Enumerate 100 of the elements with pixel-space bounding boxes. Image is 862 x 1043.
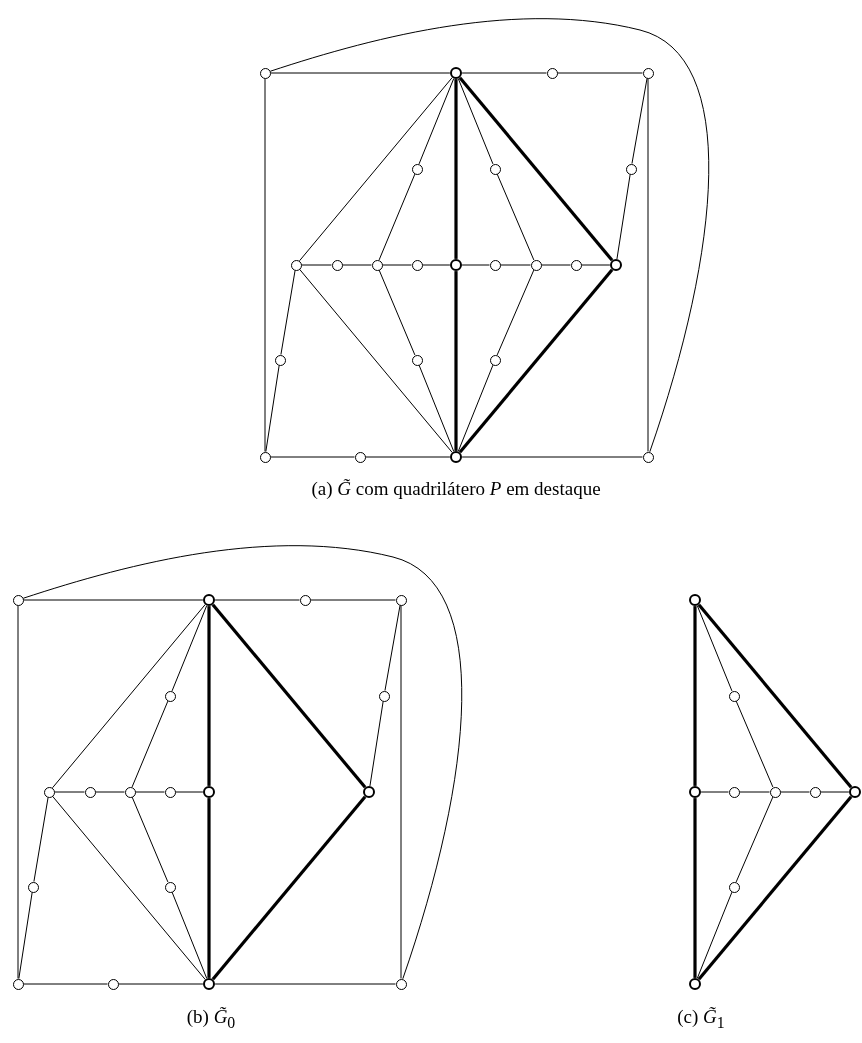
graph-edge	[696, 605, 733, 692]
graph-edge	[735, 796, 774, 883]
graph-vertex	[769, 786, 781, 798]
graph-vertex	[688, 593, 702, 607]
graph-edge	[280, 269, 296, 356]
graph-vertex	[489, 259, 501, 271]
graph-vertex	[331, 259, 343, 271]
graph-edge	[557, 72, 643, 74]
graph-edge	[697, 795, 853, 981]
graph-vertex	[688, 977, 702, 991]
graph-edge	[696, 891, 733, 979]
graph-vertex	[411, 163, 423, 175]
graph-edge	[496, 173, 535, 261]
graph-vertex	[489, 354, 501, 366]
graph-edge	[214, 599, 300, 601]
graph-edge	[17, 605, 19, 979]
graph-vertex	[546, 67, 558, 79]
graph-vertex	[378, 690, 390, 702]
graph-edge	[23, 983, 108, 985]
graph-edge	[697, 603, 853, 789]
graph-edge	[820, 791, 850, 793]
graph-edge	[299, 268, 453, 453]
graph-vertex	[395, 594, 407, 606]
graph-edge	[171, 605, 208, 692]
graph-edge	[458, 268, 614, 454]
graph-vertex	[164, 786, 176, 798]
graph-edge	[384, 604, 401, 692]
graph-vertex	[12, 594, 24, 606]
graph-edge	[270, 456, 355, 458]
graph-edge	[378, 269, 416, 356]
graph-edge	[118, 983, 204, 985]
graph-vertex	[642, 451, 654, 463]
graph-edge	[647, 78, 649, 452]
graph-vertex	[202, 785, 216, 799]
graph-edge	[171, 891, 208, 979]
graph-edge	[693, 606, 697, 786]
graph-vertex	[570, 259, 582, 271]
graph-edge	[700, 791, 729, 793]
graph-edge	[264, 78, 266, 452]
graph-vertex	[164, 690, 176, 702]
graph-vertex	[274, 354, 286, 366]
graph-edge	[422, 264, 451, 266]
graph-vertex	[449, 66, 463, 80]
graph-edge	[207, 606, 211, 786]
graph-edge	[631, 77, 648, 165]
graph-vertex	[259, 451, 271, 463]
graph-edge	[310, 599, 396, 601]
graph-vertex	[728, 690, 740, 702]
graph-vertex	[12, 978, 24, 990]
graph-vertex	[164, 881, 176, 893]
graph-edge	[131, 796, 169, 883]
graph-edge	[54, 791, 85, 793]
graph-edge	[496, 269, 535, 356]
graph-edge	[616, 173, 631, 260]
graph-edge	[52, 795, 206, 980]
graph-vertex	[84, 786, 96, 798]
graph-edge	[461, 72, 547, 74]
graph-edge	[735, 700, 774, 788]
graph-vertex	[609, 258, 623, 272]
graph-vertex	[354, 451, 366, 463]
graph-vertex	[449, 258, 463, 272]
subfigure-caption: (c) G̃$_{1}$	[677, 1006, 725, 1033]
graph-vertex	[848, 785, 862, 799]
graph-edge	[342, 264, 372, 266]
graph-edge	[739, 791, 770, 793]
graph-vertex	[290, 259, 302, 271]
graph-edge	[454, 79, 458, 259]
subfigure-caption: (a) G̃ com quadrilátero P em destaque	[311, 478, 601, 501]
graph-vertex	[259, 67, 271, 79]
graph-vertex	[124, 786, 136, 798]
graph-edge	[458, 76, 614, 262]
graph-edge	[418, 78, 455, 165]
graph-vertex	[449, 450, 463, 464]
graph-edge	[378, 173, 416, 261]
graph-edge	[693, 798, 697, 978]
graph-vertex	[728, 881, 740, 893]
graph-edge	[52, 604, 206, 789]
graph-edge	[418, 364, 455, 452]
graph-vertex	[625, 163, 637, 175]
graph-vertex	[489, 163, 501, 175]
graph-vertex	[27, 881, 39, 893]
graph-edge	[18, 891, 33, 980]
graph-vertex	[728, 786, 740, 798]
graph-edge	[23, 599, 204, 601]
graph-edge	[365, 456, 451, 458]
graph-edge	[33, 796, 49, 883]
graph-edge	[457, 364, 494, 452]
graph-edge	[211, 795, 367, 981]
graph-edge	[400, 605, 402, 979]
graph-edge	[301, 264, 332, 266]
graph-edge	[175, 791, 204, 793]
graph-edge	[461, 456, 643, 458]
graph-vertex	[362, 785, 376, 799]
graph-edge	[541, 264, 571, 266]
graph-edge	[382, 264, 412, 266]
graph-vertex	[530, 259, 542, 271]
graph-vertex	[395, 978, 407, 990]
graph-vertex	[107, 978, 119, 990]
graph-edge	[454, 271, 458, 451]
graph-edge	[500, 264, 531, 266]
